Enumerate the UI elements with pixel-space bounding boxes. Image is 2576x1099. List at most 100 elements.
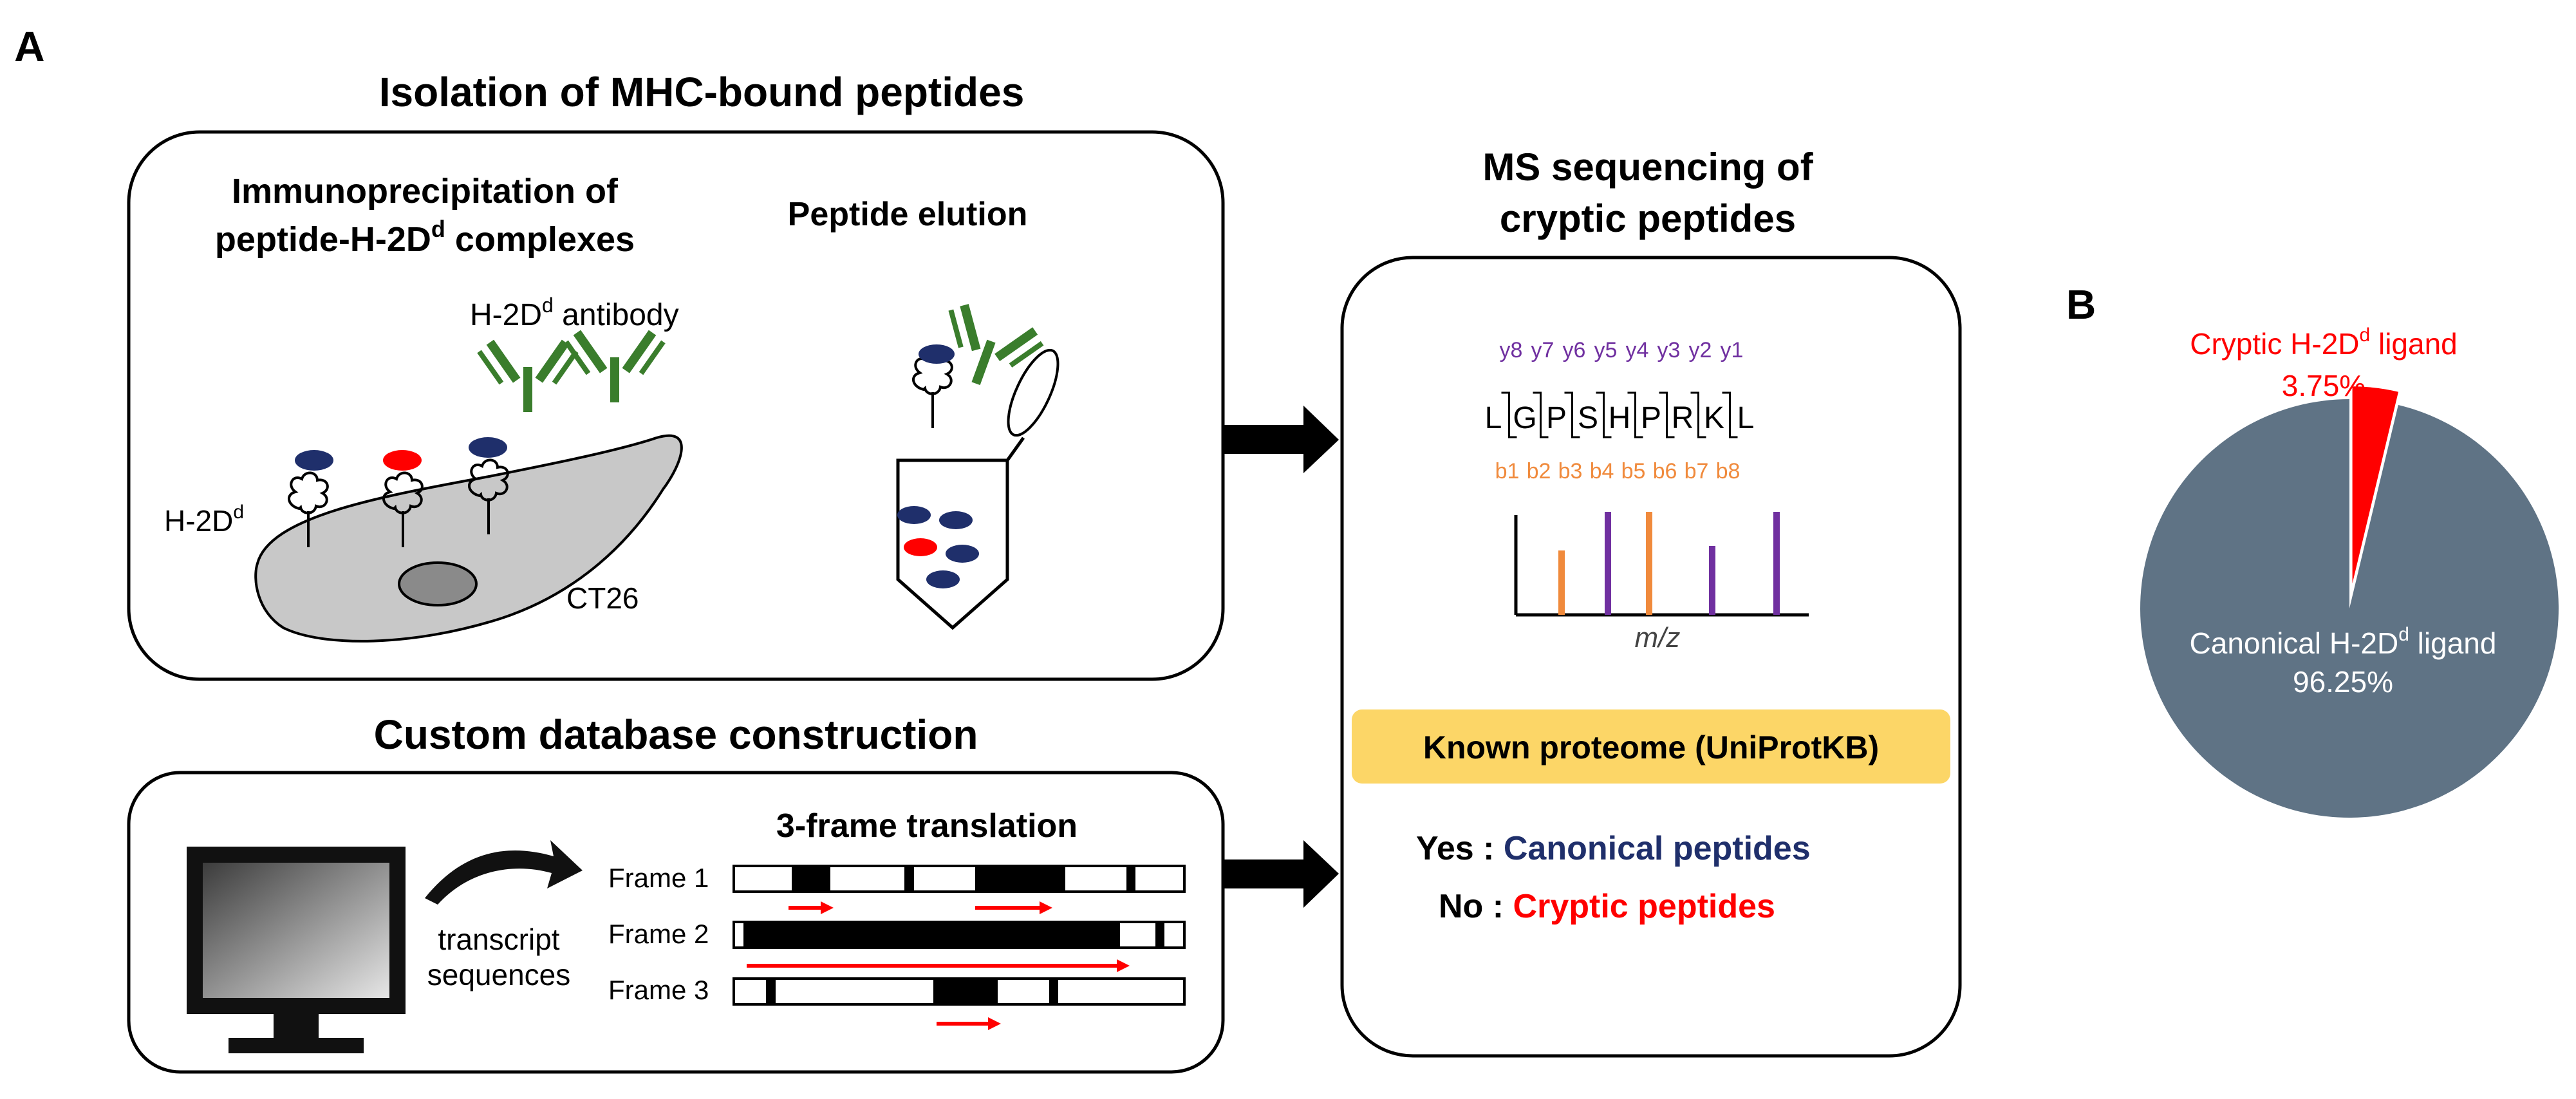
h2dd-label: H-2Dd (164, 502, 244, 538)
orf-block (743, 922, 1120, 948)
orf-block (933, 979, 998, 1004)
amino-acid: P (1641, 401, 1661, 435)
canonical-peptide-icon (469, 437, 507, 458)
ligand-pie-chart (2140, 384, 2559, 818)
y-ion-peak (1605, 512, 1611, 615)
amino-acid: H (1609, 401, 1631, 435)
antibody-label: H-2Dd antibody (470, 294, 679, 332)
red-arrow-icon (747, 959, 1130, 972)
cleavage-mark (1659, 391, 1675, 438)
b-ion-label: b5 (1621, 459, 1646, 484)
canonical-peptide-icon (926, 570, 960, 588)
cell-label: CT26 (566, 581, 639, 615)
canonical-peptide-icon (946, 545, 979, 563)
canonical-peptide-icon (295, 450, 333, 471)
panel-a-label: A (14, 23, 45, 70)
canonical-peptide-icon (897, 506, 931, 524)
peptide-elution-label: Peptide elution (788, 196, 1028, 233)
cleavage-mark (1533, 391, 1549, 438)
stop-block (1049, 979, 1058, 1004)
b-ion-label: b1 (1495, 459, 1520, 484)
no-line: No : Cryptic peptides (1439, 888, 1775, 925)
b-ion-label: b7 (1685, 459, 1709, 484)
canonical-peptide-icon (939, 511, 973, 529)
transcript-line1: transcript (438, 923, 559, 956)
amino-acid: L (1737, 401, 1755, 435)
arrow-right-icon (1223, 840, 1339, 908)
mz-axis-label: m/z (1635, 622, 1681, 653)
stop-block (1155, 922, 1164, 948)
canonical-slice-value: 96.25% (2293, 665, 2393, 699)
frame-label: Frame 2 (608, 919, 709, 949)
amino-acid: S (1578, 401, 1598, 435)
arrow-right-icon (1223, 406, 1339, 473)
y-ion-peak (1773, 512, 1780, 615)
cleavage-mark (1722, 391, 1738, 438)
tube-cap-icon (1007, 348, 1059, 437)
cleavage-mark (1627, 391, 1643, 438)
b-ion-label: b6 (1653, 459, 1677, 484)
y-ion-label: y2 (1689, 338, 1712, 362)
pie-slice-canonical (2140, 399, 2559, 818)
ct26-cell (254, 434, 683, 643)
canonical-peptide-icon (919, 344, 955, 364)
amino-acid: R (1672, 401, 1694, 435)
stop-block (1126, 866, 1135, 892)
b-ion-peak (1646, 512, 1652, 615)
ip-title-line1: Immunoprecipitation of (232, 172, 619, 211)
panel-b-label: B (2066, 281, 2096, 328)
y-ion-label: y6 (1563, 338, 1586, 362)
canonical-slice-label: Canonical H-2Dd ligand (2190, 624, 2497, 660)
cryptic-peptide-icon (904, 538, 937, 556)
transcript-line2: sequences (427, 958, 571, 991)
database-title: Custom database construction (374, 711, 978, 758)
ms-title-line1: MS sequencing of (1482, 146, 1813, 189)
b-ion-label: b3 (1558, 459, 1583, 484)
y-ion-label: y5 (1594, 338, 1618, 362)
red-arrow-icon (789, 901, 834, 914)
amino-acid: K (1704, 401, 1724, 435)
stop-block (766, 979, 776, 1004)
b-ion-label: b8 (1716, 459, 1741, 484)
frame-label: Frame 3 (608, 975, 709, 1005)
red-arrow-icon (975, 901, 1052, 914)
ms-title-line2: cryptic peptides (1500, 197, 1796, 240)
tube-hinge (1005, 437, 1025, 462)
curved-arrow-icon (425, 840, 583, 905)
amino-acid: L (1485, 401, 1502, 435)
cryptic-peptide-icon (383, 450, 422, 471)
tube-icon (896, 458, 1009, 630)
known-proteome-label: Known proteome (UniProtKB) (1423, 729, 1879, 766)
amino-acid: G (1513, 401, 1536, 435)
y-ion-label: y1 (1721, 338, 1744, 362)
b-ion-peak (1558, 550, 1565, 615)
y-ion-peak (1709, 546, 1715, 615)
y-ion-label: y4 (1626, 338, 1649, 362)
yes-line: Yes : Canonical peptides (1416, 830, 1811, 867)
orf-block (975, 866, 1065, 892)
cleavage-mark (1501, 391, 1517, 438)
ip-title-line2: peptide-H-2Dd complexes (215, 216, 635, 259)
b-ion-label: b4 (1590, 459, 1614, 484)
isolation-title: Isolation of MHC-bound peptides (379, 69, 1025, 115)
orf-block (792, 866, 830, 892)
red-arrow-icon (937, 1017, 1001, 1030)
cleavage-mark (1564, 391, 1580, 438)
cell-nucleus (398, 561, 478, 606)
ms-box (1340, 256, 1962, 1058)
known-proteome-box (1352, 709, 1950, 784)
cleavage-mark (1690, 391, 1706, 438)
stop-block (904, 866, 914, 892)
frame-label: Frame 1 (608, 863, 709, 893)
b-ion-label: b2 (1527, 459, 1551, 484)
pie-slice-cryptic (2349, 384, 2402, 595)
cryptic-slice-label: Cryptic H-2Dd ligand (2190, 324, 2458, 361)
cleavage-mark (1596, 391, 1612, 438)
translation-title: 3-frame translation (776, 807, 1078, 845)
monitor-icon (187, 847, 406, 1053)
y-ion-label: y3 (1657, 338, 1681, 362)
y-ion-label: y7 (1531, 338, 1554, 362)
amino-acid: P (1546, 401, 1567, 435)
